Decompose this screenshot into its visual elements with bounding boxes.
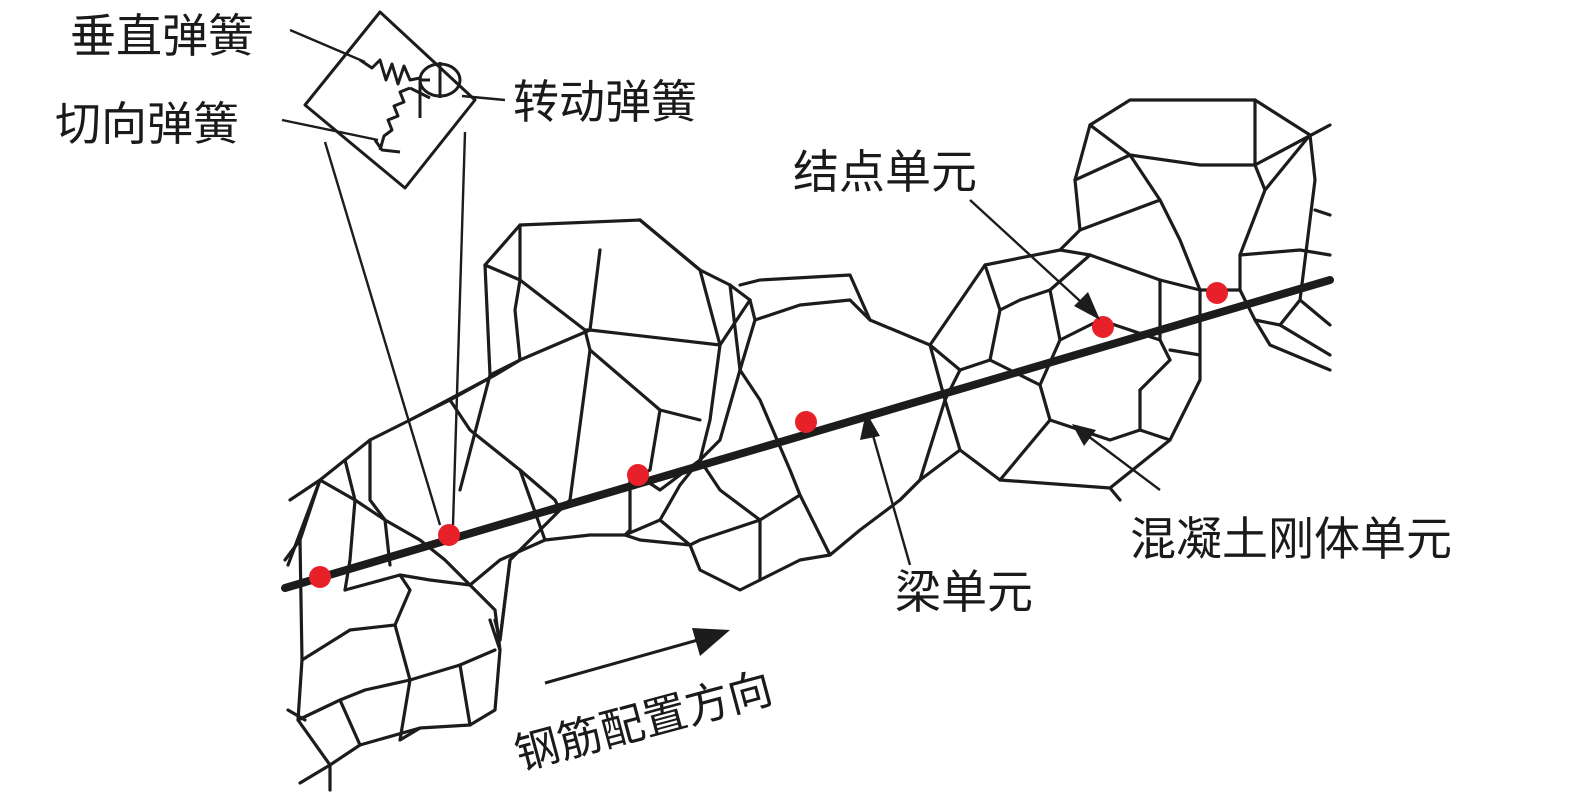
node-dot bbox=[795, 411, 817, 433]
rebar-direction-arrow bbox=[692, 628, 730, 656]
node-dot bbox=[1206, 282, 1228, 304]
node-dots bbox=[309, 282, 1228, 588]
concrete-mesh bbox=[283, 98, 1332, 792]
node-dot bbox=[627, 464, 649, 486]
label-beam-element: 梁单元 bbox=[895, 565, 1033, 619]
node-dot bbox=[309, 566, 331, 588]
node-dot bbox=[1092, 316, 1114, 338]
label-node-element: 结点单元 bbox=[793, 145, 977, 199]
leader-lines bbox=[281, 28, 1161, 685]
label-concrete-rigid-element: 混凝土刚体单元 bbox=[1130, 512, 1452, 566]
spring-detail bbox=[303, 10, 477, 526]
label-shear-spring: 切向弹簧 bbox=[55, 97, 239, 151]
label-rotational-spring: 转动弹簧 bbox=[513, 75, 697, 129]
node-dot bbox=[438, 524, 460, 546]
arrow-head bbox=[860, 412, 880, 440]
arrow-head bbox=[1074, 292, 1100, 320]
label-vertical-spring: 垂直弹簧 bbox=[70, 9, 254, 63]
arrow-head bbox=[1072, 424, 1096, 446]
